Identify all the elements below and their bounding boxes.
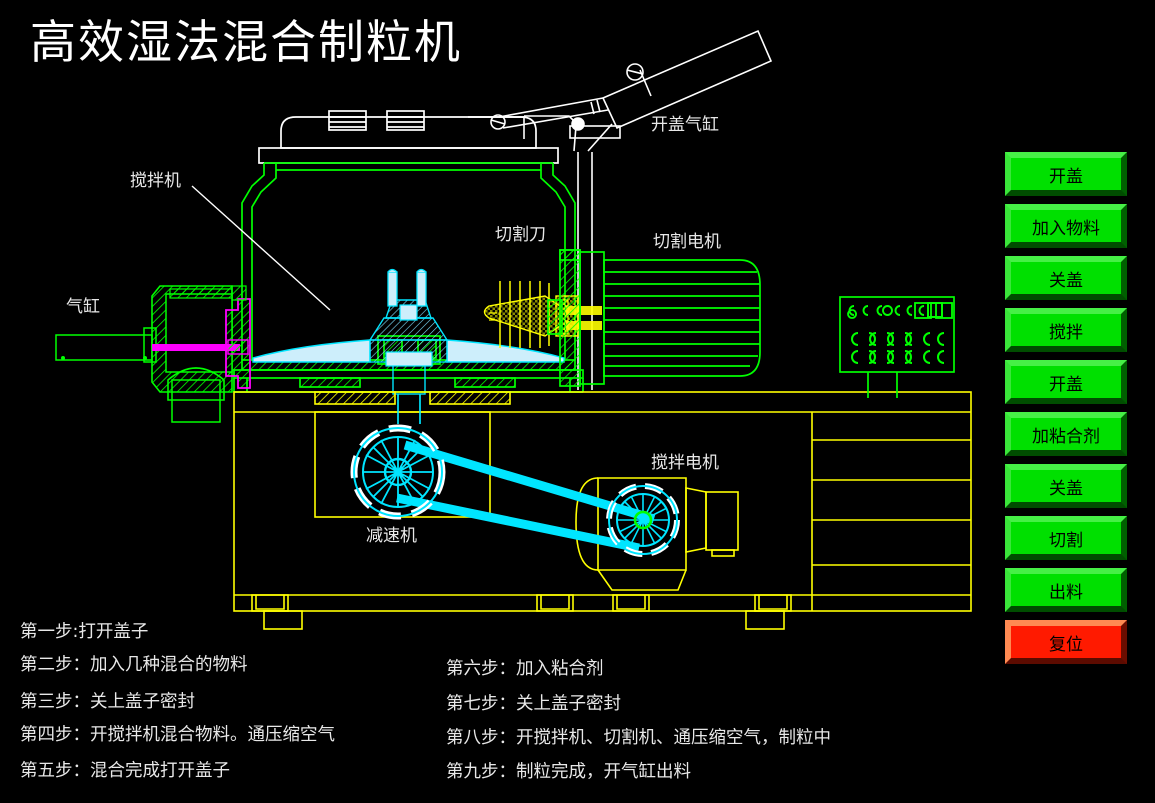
step-6: 第六步：加入粘合剂 xyxy=(446,659,604,679)
step-8: 第八步：开搅拌机、切割机、通压缩空气，制粒中 xyxy=(446,728,831,748)
button-add-binder[interactable]: 加粘合剂 xyxy=(1005,412,1127,456)
control-box-squares xyxy=(914,302,953,319)
page-title: 高效湿法混合制粒机 xyxy=(30,15,462,69)
button-mix[interactable]: 搅拌 xyxy=(1005,308,1127,352)
control-button-panel: 开盖 加入物料 关盖 搅拌 开盖 加粘合剂 关盖 切割 出料 复位 xyxy=(1005,152,1129,672)
button-close-lid-2[interactable]: 关盖 xyxy=(1005,464,1127,508)
chopper-blade-assembly xyxy=(483,281,602,348)
air-cylinder-assembly xyxy=(55,285,251,423)
button-open-lid[interactable]: 开盖 xyxy=(1005,152,1127,196)
label-agitator: 搅拌机 xyxy=(130,171,181,191)
indicator-row-2 xyxy=(851,332,945,346)
vessel-lid xyxy=(258,110,559,164)
button-open-lid-2[interactable]: 开盖 xyxy=(1005,360,1127,404)
step-7: 第七步：关上盖子密封 xyxy=(446,694,621,714)
button-chop[interactable]: 切割 xyxy=(1005,516,1127,560)
label-chopper-blade: 切割刀 xyxy=(495,225,546,245)
step-1: 第一步:打开盖子 xyxy=(20,622,149,642)
label-lid-cylinder: 开盖气缸 xyxy=(651,115,719,135)
step-2: 第二步：加入几种混合的物料 xyxy=(20,655,248,675)
step-4: 第四步：开搅拌机混合物料。通压缩空气 xyxy=(20,725,335,745)
control-box xyxy=(839,296,955,398)
label-chopper-motor: 切割电机 xyxy=(653,232,721,252)
machine-base-frame xyxy=(233,391,972,630)
indicator-row-3 xyxy=(851,350,945,364)
belt-drive-assembly xyxy=(350,394,680,557)
label-air-cylinder: 气缸 xyxy=(66,297,100,317)
button-reset[interactable]: 复位 xyxy=(1005,620,1127,664)
button-close-lid[interactable]: 关盖 xyxy=(1005,256,1127,300)
button-add-material[interactable]: 加入物料 xyxy=(1005,204,1127,248)
agitator-impeller xyxy=(252,268,565,424)
label-mixing-motor: 搅拌电机 xyxy=(651,453,719,473)
step-3: 第三步：关上盖子密封 xyxy=(20,692,195,712)
button-discharge[interactable]: 出料 xyxy=(1005,568,1127,612)
step-5: 第五步：混合完成打开盖子 xyxy=(20,761,230,781)
step-9: 第九步：制粒完成，开气缸出料 xyxy=(446,762,691,782)
label-gear-reducer: 减速机 xyxy=(366,526,417,546)
chopper-motor-assembly xyxy=(547,249,761,387)
agitator-leader-line xyxy=(191,185,331,311)
lid-cylinder-assembly xyxy=(490,29,773,390)
